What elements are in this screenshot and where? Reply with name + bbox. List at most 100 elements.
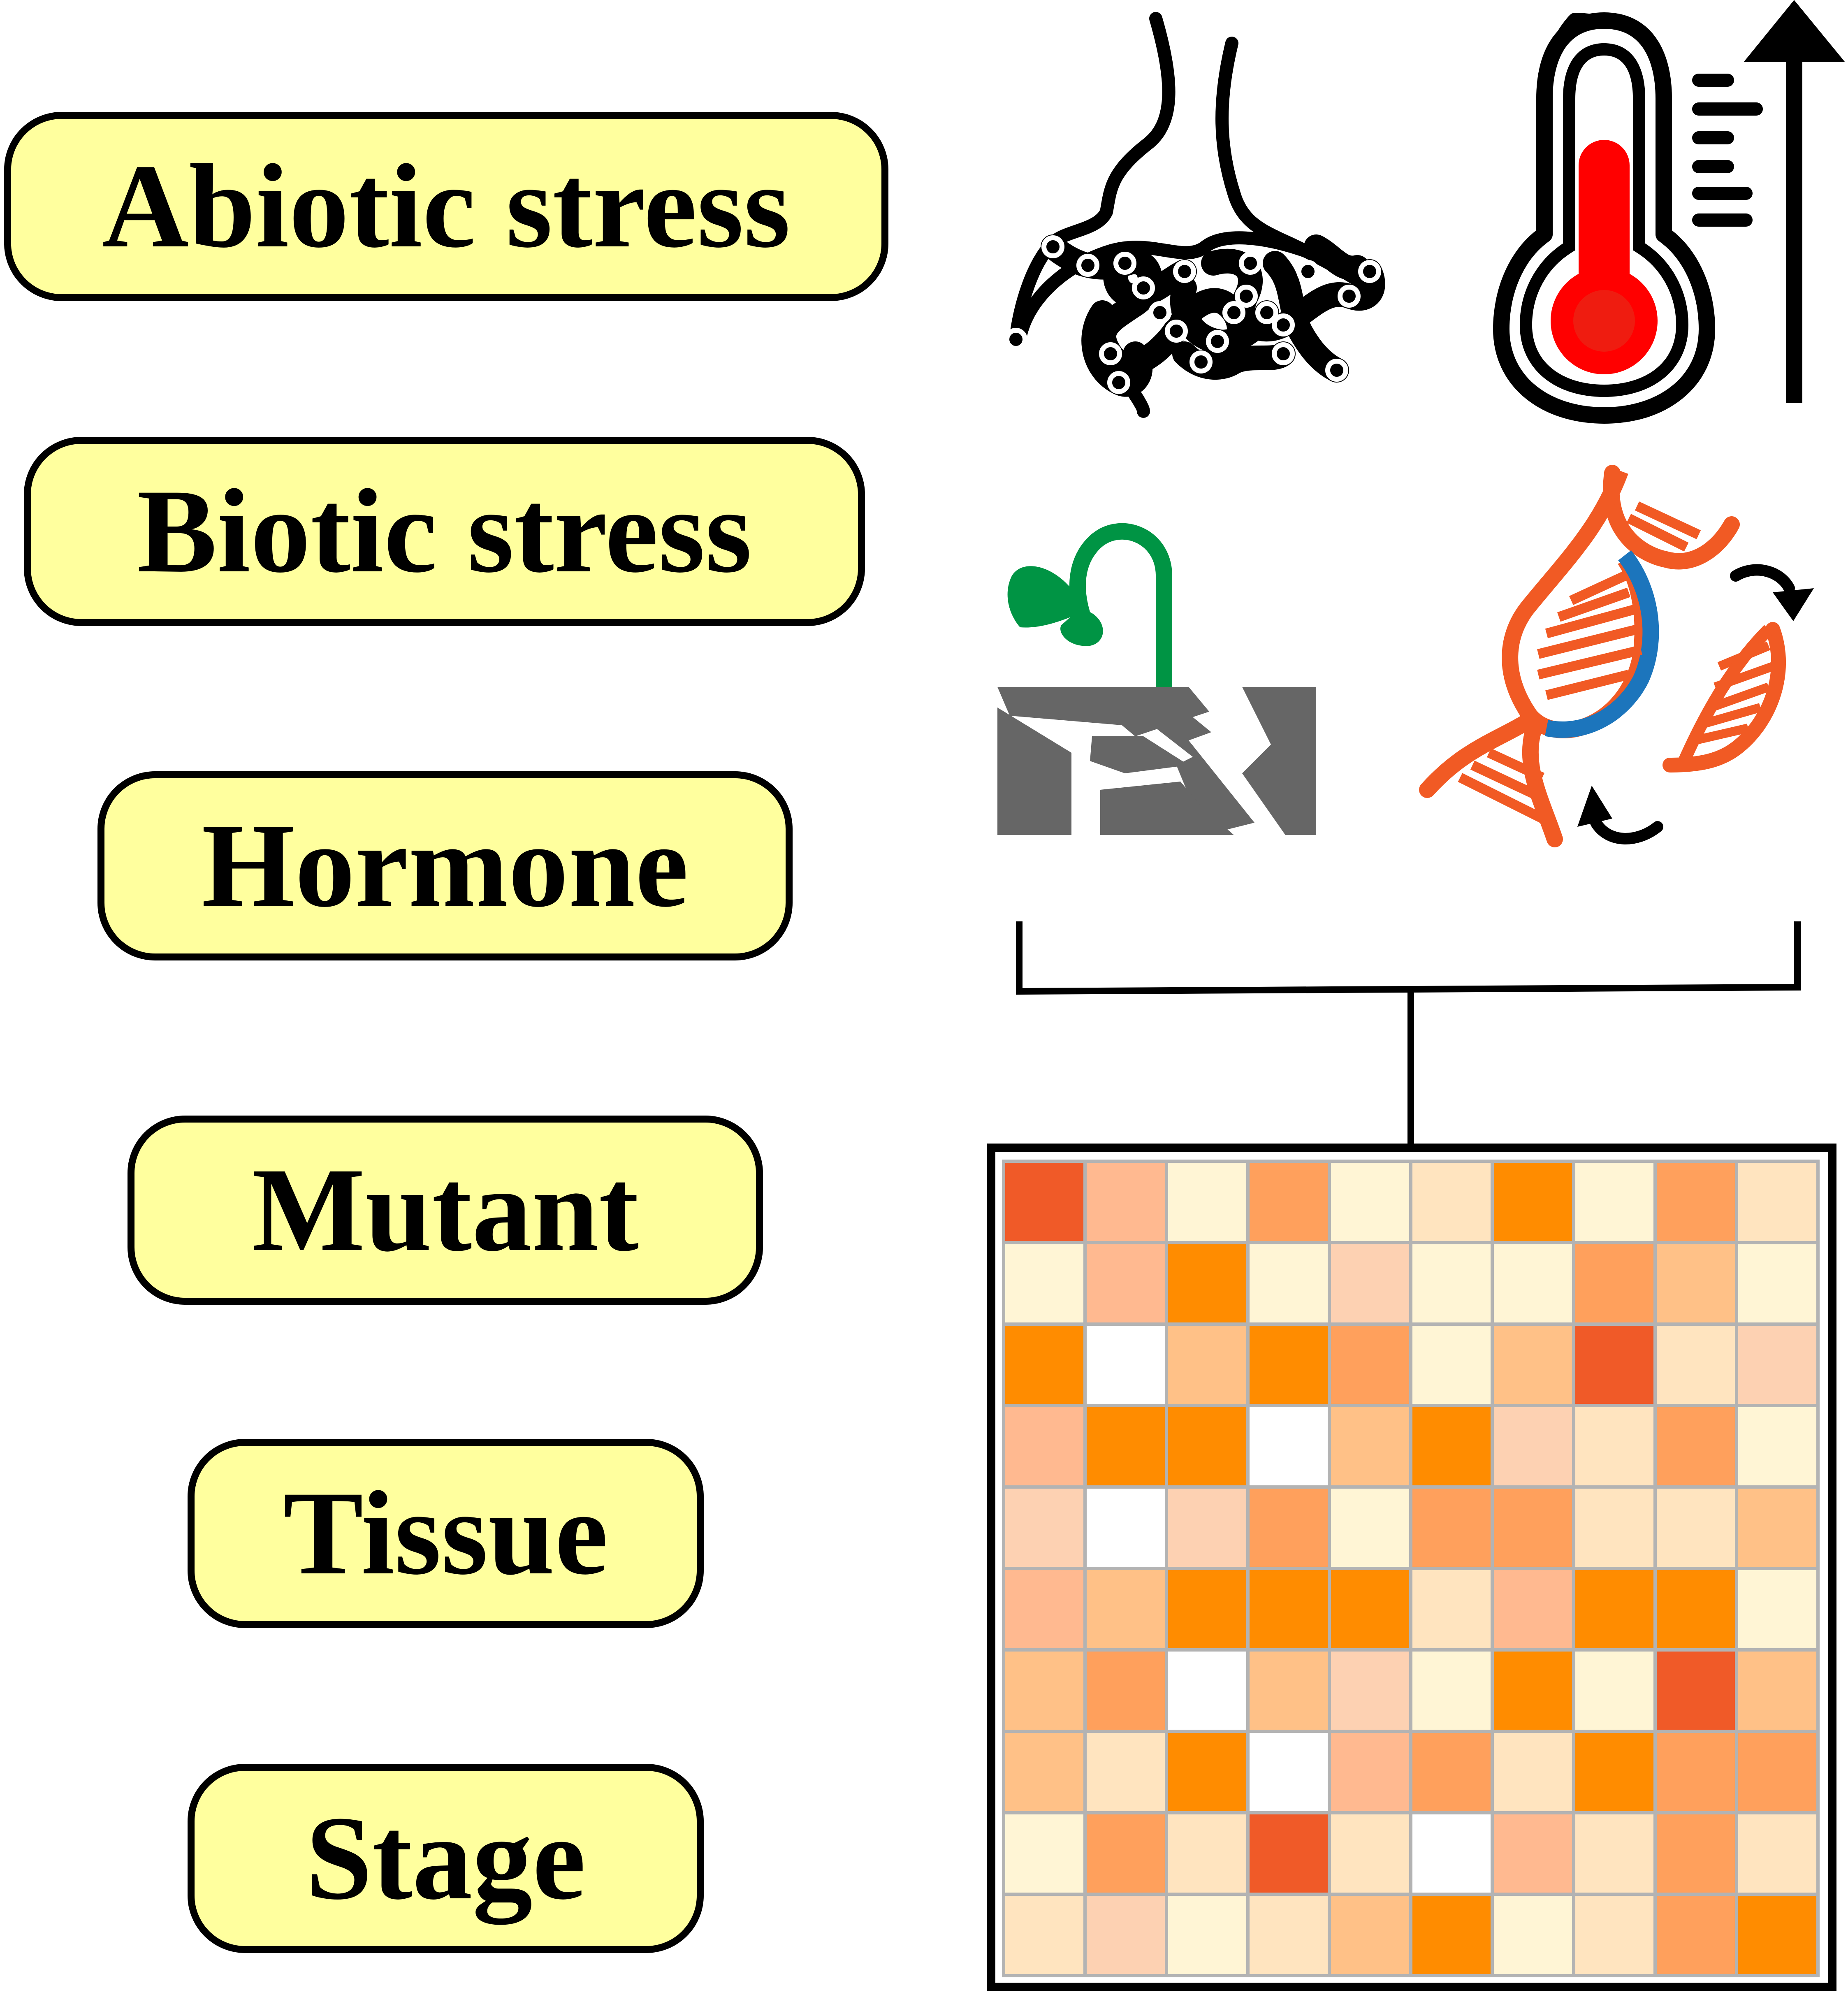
heatmap-cell <box>1572 1730 1657 1814</box>
heatmap-cell <box>1491 1322 1575 1407</box>
heatmap <box>987 1144 1836 1991</box>
heatmap-cell <box>1409 1404 1494 1489</box>
heatmap-cell <box>1083 1322 1168 1407</box>
heatmap-cell <box>1572 1404 1657 1489</box>
heatmap-cell <box>1328 1811 1412 1896</box>
heatmap-cell <box>1409 1811 1494 1896</box>
pill-label-stage: Stage <box>305 1792 586 1925</box>
heatmap-cell <box>1653 1241 1738 1326</box>
heatmap-cell <box>1572 1811 1657 1896</box>
heatmap-cell <box>1165 1485 1250 1570</box>
heatmap-cell <box>1083 1730 1168 1814</box>
heatmap-cell <box>1653 1404 1738 1489</box>
heatmap-cell <box>1246 1730 1331 1814</box>
heatmap-cell <box>1165 1404 1250 1489</box>
heatmap-cell <box>1002 1322 1087 1407</box>
heatmap-cell <box>1165 1241 1250 1326</box>
heatmap-cell <box>1165 1730 1250 1814</box>
heatmap-cell <box>1165 1893 1250 1977</box>
pill-stage: Stage <box>188 1764 704 1953</box>
heatmap-cell <box>1572 1160 1657 1244</box>
heatmap-cell <box>1491 1241 1575 1326</box>
heatmap-cell <box>1246 1811 1331 1896</box>
heatmap-cell <box>1246 1241 1331 1326</box>
heatmap-cell <box>1572 1567 1657 1652</box>
heatmap-cell <box>1653 1730 1738 1814</box>
heatmap-cell <box>1002 1567 1087 1652</box>
pill-label-biotic-stress: Biotic stress <box>137 465 752 598</box>
pill-abiotic-stress: Abiotic stress <box>4 112 888 301</box>
heatmap-cell <box>1246 1160 1331 1244</box>
heatmap-cell <box>1002 1485 1087 1570</box>
heatmap-cell <box>1653 1648 1738 1733</box>
heatmap-cell <box>1491 1811 1575 1896</box>
heatmap-cell <box>1246 1893 1331 1977</box>
heatmap-cell <box>1735 1567 1820 1652</box>
heatmap-cell <box>1246 1567 1331 1652</box>
heatmap-cell <box>1653 1485 1738 1570</box>
heatmap-cell <box>1409 1160 1494 1244</box>
heatmap-cell <box>1328 1648 1412 1733</box>
heatmap-cell <box>1165 1322 1250 1407</box>
heatmap-cell <box>1653 1567 1738 1652</box>
heatmap-cell <box>1491 1160 1575 1244</box>
pill-label-mutant: Mutant <box>252 1144 639 1276</box>
heatmap-cell <box>1409 1485 1494 1570</box>
heatmap-cell <box>1002 1811 1087 1896</box>
heatmap-cell <box>1735 1730 1820 1814</box>
bracket-connector <box>1016 921 1801 1148</box>
heatmap-cell <box>1165 1648 1250 1733</box>
dna-icon <box>1419 465 1814 847</box>
heatmap-cell <box>1328 1730 1412 1814</box>
heatmap-cell <box>1491 1648 1575 1733</box>
heatmap-cell <box>1083 1811 1168 1896</box>
heatmap-cell <box>1002 1241 1087 1326</box>
heatmap-cell <box>1735 1160 1820 1244</box>
heatmap-cell <box>1653 1811 1738 1896</box>
heatmap-cell <box>1491 1567 1575 1652</box>
pill-label-tissue: Tissue <box>283 1467 608 1600</box>
heatmap-cell <box>1002 1648 1087 1733</box>
heatmap-cell <box>1165 1811 1250 1896</box>
pill-tissue: Tissue <box>188 1439 704 1628</box>
heatmap-cell <box>1409 1322 1494 1407</box>
heatmap-cell <box>1572 1241 1657 1326</box>
heatmap-cell <box>1328 1322 1412 1407</box>
heatmap-cell <box>1653 1322 1738 1407</box>
heatmap-cell <box>1328 1241 1412 1326</box>
heatmap-cell <box>1328 1160 1412 1244</box>
heatmap-cell <box>1735 1648 1820 1733</box>
heatmap-cell <box>1246 1648 1331 1733</box>
pill-biotic-stress: Biotic stress <box>24 437 865 626</box>
heatmap-cell <box>1246 1404 1331 1489</box>
heatmap-cell <box>1409 1567 1494 1652</box>
heatmap-cell <box>1002 1730 1087 1814</box>
heatmap-cell <box>1246 1322 1331 1407</box>
heatmap-cell <box>1409 1648 1494 1733</box>
seedling-soil-icon <box>997 523 1316 835</box>
heatmap-cell <box>1572 1893 1657 1977</box>
heatmap-cell <box>1246 1485 1331 1570</box>
heatmap-cell <box>1491 1485 1575 1570</box>
heatmap-cell <box>1002 1404 1087 1489</box>
heatmap-cell <box>1653 1160 1738 1244</box>
heatmap-cell <box>1083 1567 1168 1652</box>
heatmap-cell <box>1409 1241 1494 1326</box>
heatmap-cell <box>1328 1567 1412 1652</box>
root-icon <box>1004 12 1385 418</box>
heatmap-cell <box>1572 1648 1657 1733</box>
heatmap-cell <box>1165 1160 1250 1244</box>
heatmap-cell <box>1735 1322 1820 1407</box>
heatmap-cell <box>1083 1160 1168 1244</box>
heatmap-cell <box>1735 1404 1820 1489</box>
heatmap-cell <box>1491 1893 1575 1977</box>
heatmap-cell <box>1409 1730 1494 1814</box>
heatmap-cell <box>1572 1485 1657 1570</box>
heatmap-cell <box>1083 1893 1168 1977</box>
heatmap-cell <box>1409 1893 1494 1977</box>
heatmap-cell <box>1491 1404 1575 1489</box>
heatmap-cell <box>1491 1730 1575 1814</box>
heatmap-cell <box>1735 1893 1820 1977</box>
heatmap-cell <box>1735 1485 1820 1570</box>
